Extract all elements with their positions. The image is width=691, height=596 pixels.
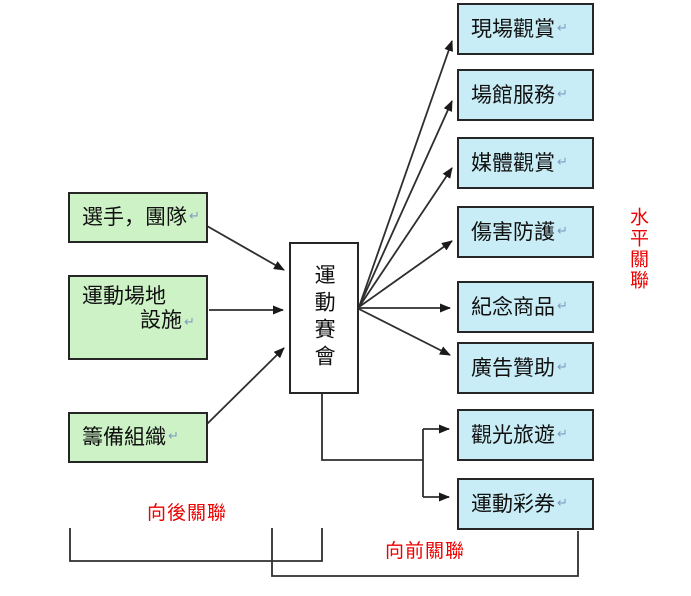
node-onsite-viewing: 現場觀賞↵ <box>457 3 594 55</box>
arrow-event-to-onsite <box>358 40 453 308</box>
node-label: 媒體觀賞 <box>471 150 555 175</box>
node-souvenir-merchandise: 紀念商品↵ <box>457 281 594 333</box>
return-mark-icon: ↵ <box>557 20 568 36</box>
return-mark-icon: ↵ <box>557 359 568 375</box>
node-label: 觀光旅遊 <box>471 422 555 447</box>
bracket-forward-link <box>271 528 579 577</box>
node-venue-services: 場館服務↵ <box>457 69 594 121</box>
arrow-players-to-event <box>206 225 285 271</box>
return-mark-icon: ↵ <box>557 426 568 442</box>
arrow-event-to-injury <box>358 240 453 308</box>
bracket-backward-link <box>69 528 323 562</box>
return-mark-icon: ↵ <box>557 495 568 511</box>
node-label: 籌備組織 <box>82 425 166 450</box>
return-mark-icon: ↵ <box>557 154 568 170</box>
node-label: 運動彩券 <box>471 491 555 516</box>
node-label-line2: 設施↵ <box>140 308 195 333</box>
node-label: 廣告贊助 <box>471 355 555 380</box>
node-label: 場館服務 <box>471 82 555 107</box>
node-label: 傷害防護 <box>471 219 555 244</box>
node-label: 選手，團隊 <box>82 205 187 230</box>
connector-event-bottom-branch <box>321 394 423 461</box>
return-mark-icon: ↵ <box>184 315 195 331</box>
forward-link-label: 向前關聯 <box>385 541 466 562</box>
node-sports-lottery: 運動彩券↵ <box>457 478 594 530</box>
node-ad-sponsorship: 廣告贊助↵ <box>457 342 594 394</box>
return-mark-icon: ↵ <box>557 223 568 239</box>
arrow-event-to-media <box>358 167 453 308</box>
node-label: 紀念商品 <box>471 294 555 319</box>
backward-link-label: 向後關聯 <box>147 503 228 524</box>
return-mark-icon: ↵ <box>168 429 179 445</box>
horizontal-link-label: 水平關聯 <box>627 207 648 291</box>
node-sports-event: 運動賽會 <box>289 242 359 394</box>
node-media-viewing: 媒體觀賞↵ <box>457 137 594 189</box>
node-injury-prevention: 傷害防護↵ <box>457 206 594 258</box>
arrow-event-to-sponsor <box>358 308 451 356</box>
return-mark-icon: ↵ <box>189 209 200 225</box>
return-mark-icon: ↵ <box>557 86 568 102</box>
arrow-committee-to-event <box>206 347 285 425</box>
node-tourism-travel: 觀光旅遊↵ <box>457 409 594 461</box>
node-label: 運動賽會 <box>312 264 337 372</box>
node-venues-facilities: 運動場地 設施↵ <box>68 275 208 360</box>
node-label: 現場觀賞 <box>471 16 555 41</box>
node-players-teams: 選手，團隊↵ <box>68 192 208 243</box>
node-label-line1: 運動場地 <box>82 284 166 308</box>
arrow-event-to-services <box>358 100 453 308</box>
node-organizing-committee: 籌備組織↵ <box>68 412 208 463</box>
return-mark-icon: ↵ <box>557 298 568 314</box>
